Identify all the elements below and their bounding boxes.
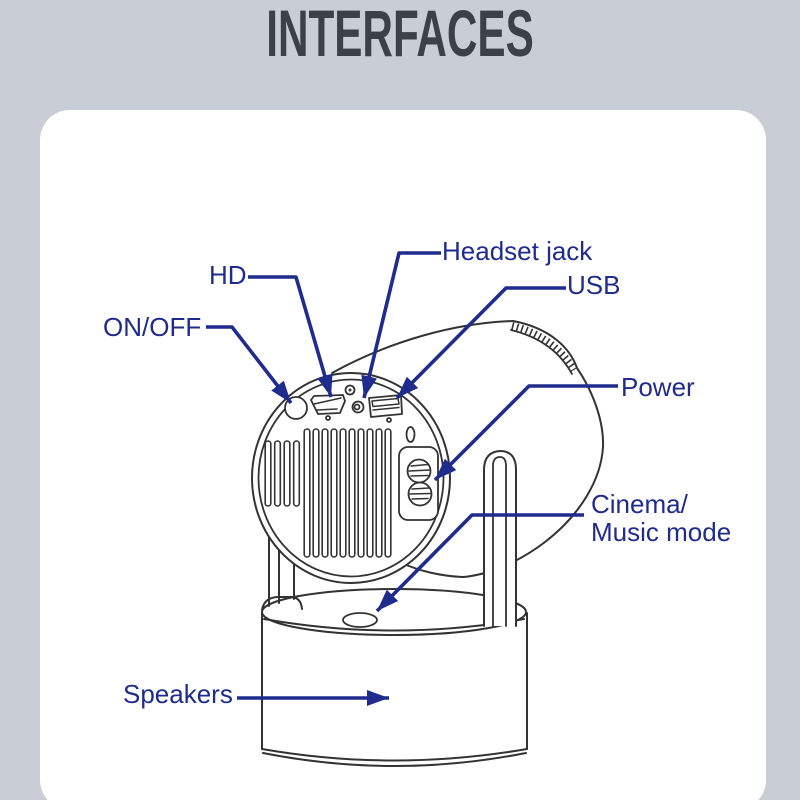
- rear-vents: [264, 428, 392, 558]
- label-speakers: Speakers: [123, 679, 233, 709]
- power-socket: [398, 446, 439, 521]
- page-title: INTERFACES: [266, 0, 534, 70]
- label-power: Power: [621, 372, 695, 402]
- label-on-off: ON/OFF: [103, 312, 202, 342]
- leader-on-off: [206, 325, 293, 405]
- label-cinema-line1: Cinema/: [591, 489, 688, 519]
- leader-power: [433, 384, 618, 482]
- body-top-edge: [331, 320, 514, 374]
- screw-dot-right: [386, 417, 392, 423]
- label-cinema-line2: Music mode: [591, 517, 732, 547]
- screw-dot-left: [325, 415, 331, 421]
- leader-hd: [248, 275, 333, 398]
- stand-arm-right: [483, 449, 517, 627]
- label-cinema-music-mode: Cinema/ Music mode: [591, 490, 731, 546]
- screw-hole: [344, 384, 356, 396]
- usb-port: [368, 394, 403, 418]
- leader-usb: [395, 286, 566, 400]
- leader-headset-jack: [361, 251, 441, 399]
- rear-ports: [284, 384, 439, 521]
- leader-cinema-music: [375, 513, 584, 613]
- label-hd: HD: [209, 260, 247, 290]
- hdmi-port: [310, 394, 346, 415]
- mode-button: [342, 612, 378, 628]
- slot-hole: [405, 426, 416, 443]
- leader-lines: [206, 251, 618, 706]
- speaker-base: [261, 588, 528, 767]
- label-usb: USB: [567, 270, 621, 300]
- label-headset-jack: Headset jack: [442, 236, 593, 266]
- headset-jack-port: [351, 400, 365, 414]
